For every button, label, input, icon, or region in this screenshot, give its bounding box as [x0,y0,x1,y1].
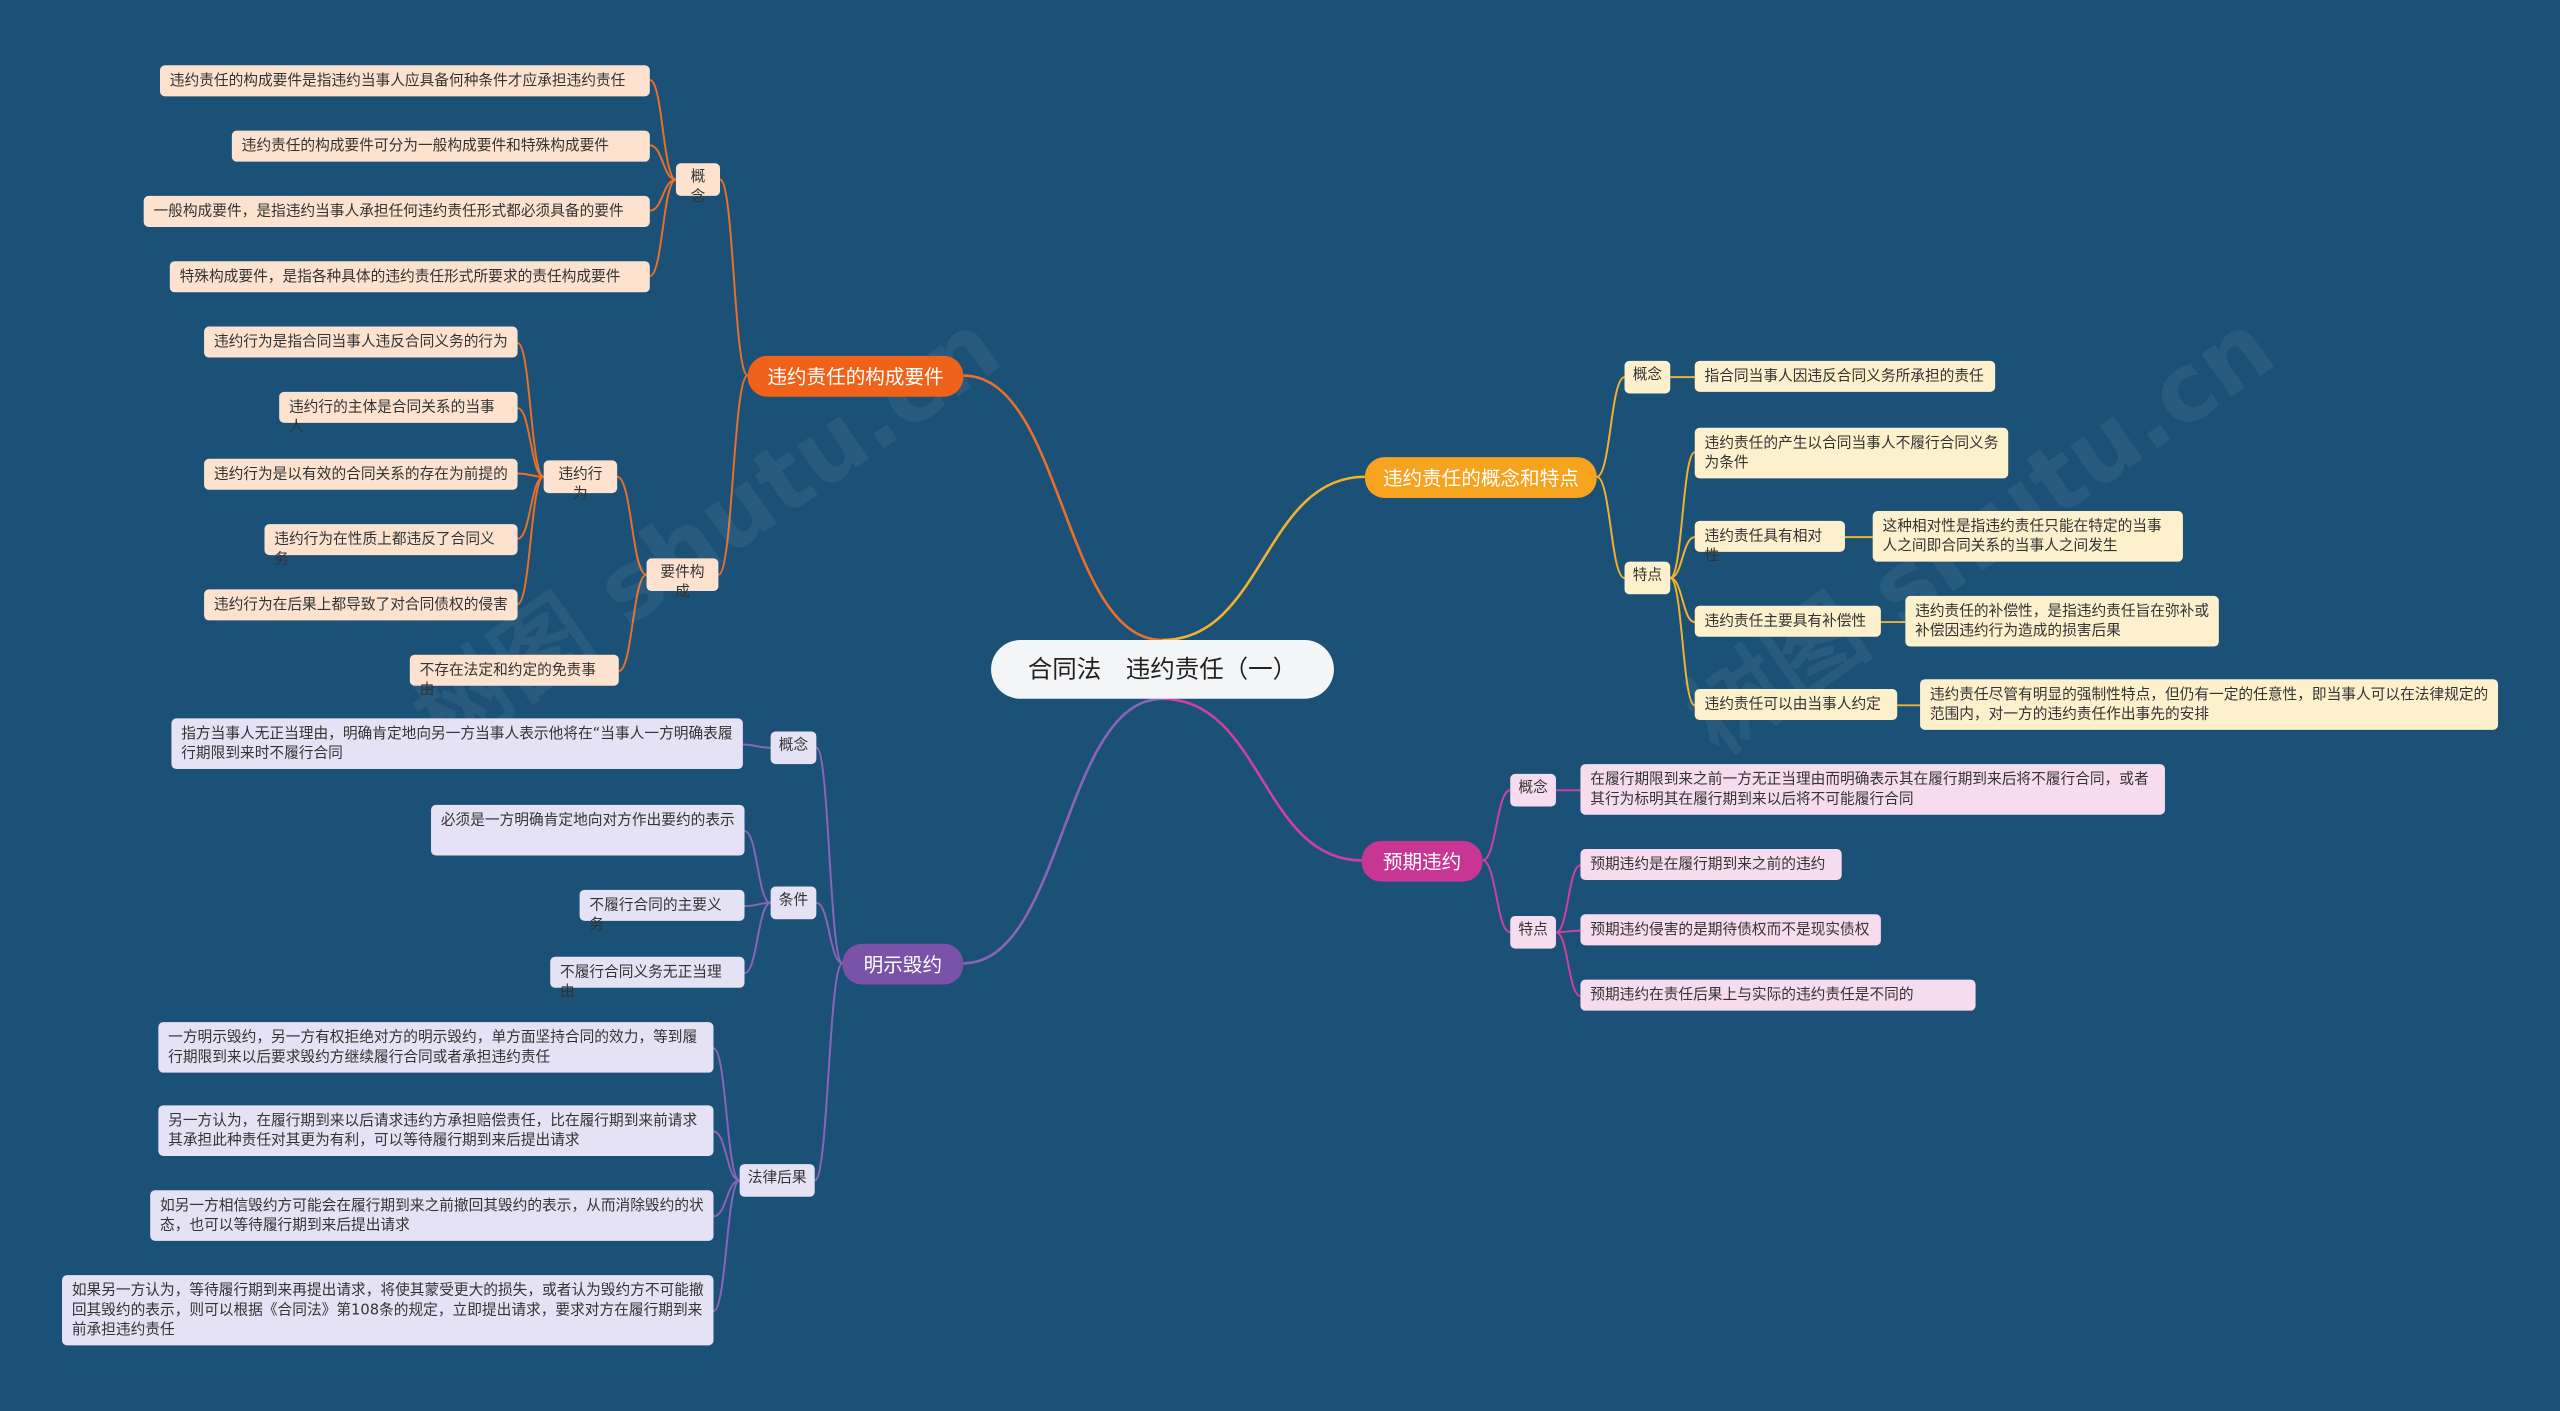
connector-line [649,79,677,181]
composition-act-item[interactable]: 违约行为在后果上都导致了对合同债权的侵害 [204,589,518,621]
ab-features-label[interactable]: 特点 [1510,915,1556,949]
connector-line [517,472,544,478]
connector-line [1596,475,1626,579]
connector-line [742,743,771,749]
ab-feature-item[interactable]: 预期违约侵害的是期待债权而不是现实债权 [1580,914,1881,946]
connector-line [649,178,677,277]
cf-feature-2-desc[interactable]: 这种相对性是指违约责任只能在特定的当事人之间即合同关系的当事人之间发生 [1872,511,2183,562]
connector-line [1482,859,1511,934]
connector-line [1669,451,1696,579]
ex-consequence-item[interactable]: 如果另一方认为，等待履行期到来再提出请求，将使其蒙受更大的损失，或者认为毁约方不… [62,1275,714,1346]
branch-title-composition[interactable]: 违约责任的构成要件 [747,355,964,397]
connector-line [963,374,1163,642]
composition-concept-item[interactable]: 违约责任的构成要件可分为一般构成要件和特殊构成要件 [231,130,650,162]
composition-act-item[interactable]: 违约行的主体是合同关系的当事人 [279,391,518,436]
connector-line [1596,376,1626,478]
composition-concept-label[interactable]: 概念 [675,163,721,206]
connector-line [1555,864,1581,934]
root-topic[interactable]: 合同法 违约责任（一） [991,640,1334,699]
connector-line [616,475,647,576]
composition-exemption[interactable]: 不存在法定和约定的免责事由 [409,654,619,699]
ex-condition-item[interactable]: 不履行合同义务无正当理由 [550,956,745,1001]
connector-line [649,144,677,181]
composition-concept-item[interactable]: 特殊构成要件，是指各种具体的违约责任形式所要求的责任构成要件 [169,261,650,293]
cf-features-label[interactable]: 特点 [1624,561,1671,595]
connector-line [516,475,545,606]
branch-title-concept-features[interactable]: 违约责任的概念和特点 [1364,457,1597,498]
cf-concept-label[interactable]: 概念 [1624,360,1671,394]
ex-concept-label[interactable]: 概念 [770,731,817,765]
ex-condition-item[interactable]: 不履行合同的主要义务 [579,889,745,934]
ex-consequence-item[interactable]: 如另一方相信毁约方可能会在履行期到来之前撤回其毁约的表示，从而消除毁约的状态，也… [150,1190,714,1241]
connector-line [516,341,545,478]
cf-feature-2-label[interactable]: 违约责任具有相对性 [1694,520,1845,565]
composition-act-item[interactable]: 违约行为是以有效的合同关系的存在为前提的 [204,458,518,490]
connector-line [744,901,772,975]
connector-line [1555,929,1581,934]
ab-feature-item[interactable]: 预期违约是在履行期到来之前的违约 [1580,849,1842,881]
connector-line [1482,789,1511,862]
composition-concept-item[interactable]: 违约责任的构成要件是指违约当事人应具备何种条件才应承担违约责任 [160,65,650,97]
composition-act-item[interactable]: 违约行为在性质上都违反了合同义务 [264,524,518,568]
connector-line [1669,536,1696,579]
connector-line [717,374,749,576]
cf-feature-3-label[interactable]: 违约责任主要具有补偿性 [1694,605,1881,637]
ab-feature-item[interactable]: 预期违约在责任后果上与实际的违约责任是不同的 [1580,979,1976,1011]
ex-concept-text[interactable]: 指方当事人无正当理由，明确肯定地向另一方当事人表示他将在“当事人一方明确表履行期… [171,718,743,770]
branch-title-anticipatory[interactable]: 预期违约 [1361,840,1483,882]
connector-line [813,962,844,1182]
connector-line [1162,475,1365,642]
connector-line [618,573,648,673]
connector-line [815,746,844,965]
connector-line [963,697,1163,965]
connector-line [815,901,843,965]
connector-line [712,1179,741,1313]
connector-line [517,475,545,540]
connector-line [712,1047,741,1182]
cf-feature-3-desc[interactable]: 违约责任的补偿性，是指违约责任旨在弥补或补偿因违约行为造成的损害后果 [1905,595,2219,647]
cf-feature-4-label[interactable]: 违约责任可以由当事人约定 [1694,688,1898,721]
composition-elements-label[interactable]: 要件构成 [646,558,719,601]
connector-line [1162,697,1362,862]
cf-feature-4-desc[interactable]: 违约责任尽管有明显的强制性特点，但仍有一定的任意性，即当事人可以在法律规定的范围… [1920,679,2499,730]
connector-line [713,1130,740,1182]
cf-feature-1[interactable]: 违约责任的产生以合同当事人不履行合同义务为条件 [1694,427,2009,479]
ex-condition-item[interactable]: 必须是一方明确肯定地向对方作出要约的表示 [431,804,745,856]
ex-consequences-label[interactable]: 法律后果 [739,1164,815,1197]
ex-consequence-item[interactable]: 一方明示毁约，另一方有权拒绝对方的明示毁约，单方面坚持合同的效力，等到履行期限到… [158,1022,714,1073]
connector-line [517,407,545,478]
cf-concept-text[interactable]: 指合同当事人因违反合同义务所承担的责任 [1694,360,1996,392]
connector-line [744,830,772,904]
ab-concept-label[interactable]: 概念 [1510,773,1556,807]
composition-act-item[interactable]: 违约行为是指合同当事人违反合同义务的行为 [204,326,518,358]
branch-title-express[interactable]: 明示毁约 [842,943,964,985]
ex-consequence-item[interactable]: 另一方认为，在履行期到来以后请求违约方承担赔偿责任，比在履行期到来前请求其承担此… [158,1105,714,1156]
connector-line [1669,576,1696,707]
composition-concept-item[interactable]: 一般构成要件，是指违约当事人承担任何违约责任形式都必须具备的要件 [143,195,650,227]
connector-line [719,178,749,377]
ex-conditions-label[interactable]: 条件 [770,886,817,920]
composition-act-label[interactable]: 违约行为 [543,460,618,503]
connector-line [1555,931,1581,997]
ab-concept-text[interactable]: 在履行期限到来之前一方无正当理由而明确表示其在履行期到来后将不履行合同，或者其行… [1580,764,2165,815]
